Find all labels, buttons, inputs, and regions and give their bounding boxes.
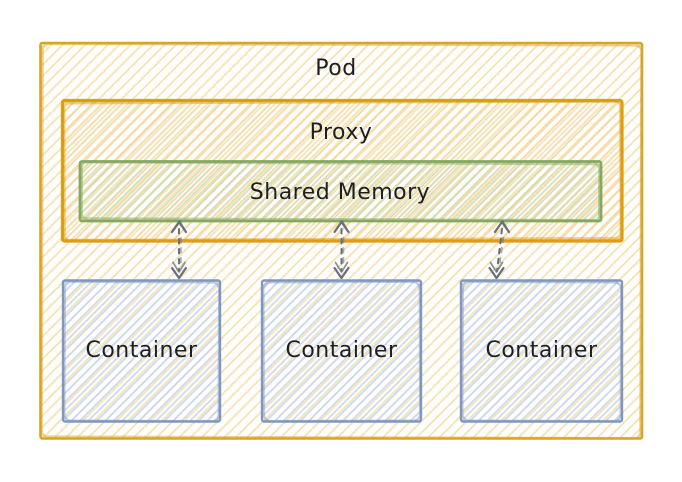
- pod-label: Pod: [315, 56, 356, 81]
- shared-memory-group: Shared Memory: [78, 160, 603, 223]
- arrow-container-1-shared-memory: [170, 219, 188, 280]
- arrowhead-up-sketch: [335, 219, 349, 232]
- container-box-1-sketch-stroke: [63, 280, 221, 423]
- arrow-shaft: [496, 228, 503, 272]
- pod-box-sketch-stroke: [40, 42, 643, 440]
- arrowhead-up-sketch: [172, 219, 186, 232]
- container-group-3: Container: [459, 279, 624, 423]
- shared-memory-label: Shared Memory: [250, 180, 430, 205]
- container-label-3: Container: [485, 338, 597, 363]
- arrowhead-down-icon: [333, 266, 350, 280]
- arrowhead-up-sketch: [495, 219, 509, 232]
- shared-memory-box-sketch-stroke: [80, 160, 601, 222]
- arrowhead-down-icon: [488, 266, 505, 280]
- arrow-container-2-shared-memory: [333, 219, 350, 280]
- proxy-label: Proxy: [310, 120, 373, 145]
- arrowhead-down-sketch: [334, 261, 349, 273]
- arrow-shaft-sketch: [498, 232, 505, 269]
- container-label-1: Container: [85, 338, 197, 363]
- shared-memory-box: [78, 160, 603, 223]
- arrowhead-down-icon: [170, 266, 188, 280]
- arrow-container-3-shared-memory: [488, 219, 511, 280]
- arrowhead-down-sketch: [172, 261, 186, 273]
- container-box-3-sketch-stroke: [461, 280, 623, 423]
- container-group-1: Container: [61, 279, 222, 423]
- container-box-2-sketch-stroke: [262, 280, 422, 423]
- container-group-2: Container: [260, 279, 423, 423]
- container-label-2: Container: [285, 338, 397, 363]
- arrowhead-down-sketch: [489, 261, 504, 273]
